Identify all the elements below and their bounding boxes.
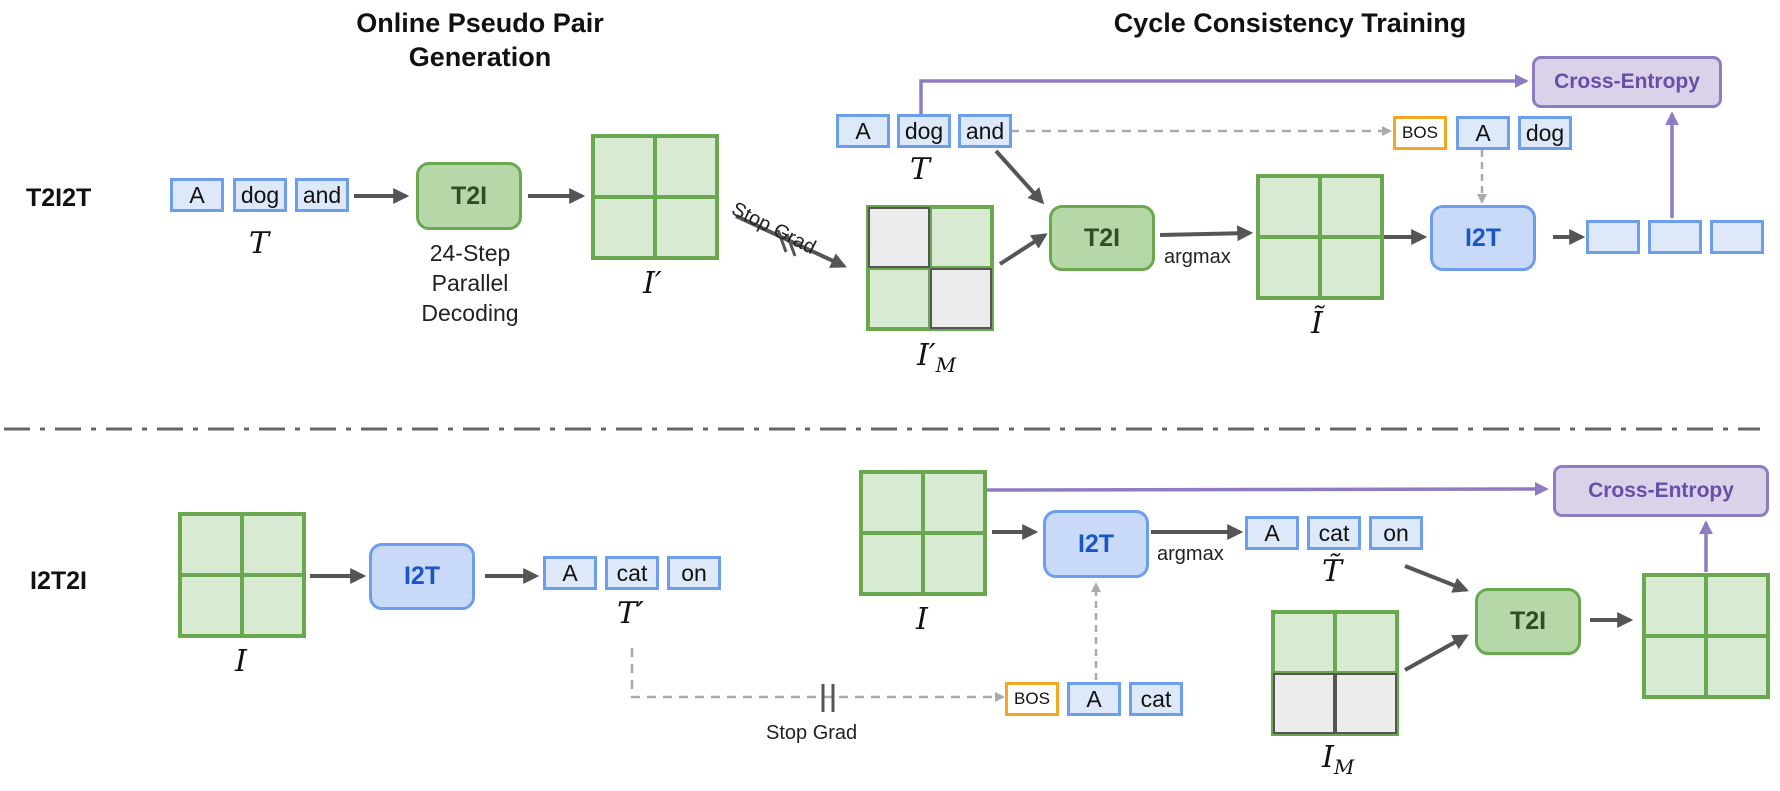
masked-patch xyxy=(930,268,992,329)
cross-entropy-loss-bottom: Cross-Entropy xyxy=(1553,465,1769,517)
image-patch xyxy=(1335,612,1397,673)
row-label-t2i2t: T2I2T xyxy=(26,184,92,212)
decoding-caption: 24-Step Parallel Decoding xyxy=(421,240,519,326)
token: cat xyxy=(1129,682,1183,716)
token: A xyxy=(543,556,597,590)
t2i-model-block-bottom: T2I xyxy=(1475,588,1581,655)
t2i-model-block: T2I xyxy=(416,162,522,230)
image-patch xyxy=(1258,176,1320,237)
token: and xyxy=(295,178,349,212)
image-patch xyxy=(180,575,242,636)
stop-grad-mark-2 xyxy=(785,233,797,257)
token: cat xyxy=(1307,516,1361,550)
t2i-label: T2I xyxy=(450,181,488,210)
token: cat xyxy=(605,556,659,590)
var-image-input: I xyxy=(235,644,247,679)
header-cycle-consistency: Cycle Consistency Training xyxy=(1113,8,1467,38)
image-patch xyxy=(923,472,985,533)
image-patch xyxy=(861,472,923,533)
var-image-masked: I′M xyxy=(917,338,957,377)
image-grid-cycle-input xyxy=(859,470,987,596)
arrow-recon-tokens-to-t2i xyxy=(1404,564,1469,593)
purple-image-to-loss xyxy=(984,482,1549,497)
cross-entropy-loss-top: Cross-Entropy xyxy=(1532,56,1722,108)
image-grid-masked-bottom xyxy=(1271,610,1399,736)
image-patch xyxy=(655,197,717,258)
var-text-reconstructed: T̃ xyxy=(1322,554,1343,589)
image-patch xyxy=(930,207,992,268)
image-grid-input xyxy=(178,512,306,638)
image-patch xyxy=(242,514,304,575)
output-token-slot xyxy=(1648,220,1702,254)
stop-grad-label-bottom: Stop Grad xyxy=(766,722,858,744)
i2t-label: I2T xyxy=(1464,223,1502,252)
image-patch xyxy=(868,268,930,329)
arrow-masked-to-t2i-bottom xyxy=(1404,634,1469,672)
bos-token: BOS xyxy=(1005,682,1059,716)
arrow-tokens-to-t2i-cycle xyxy=(994,149,1045,205)
t2i-model-block-cycle: T2I xyxy=(1049,205,1155,271)
image-grid-masked xyxy=(866,205,994,331)
t2i-label: T2I xyxy=(1509,607,1547,635)
image-patch xyxy=(593,197,655,258)
output-token-slot xyxy=(1710,220,1764,254)
stop-grad-mark-1 xyxy=(776,229,788,253)
image-patch xyxy=(1258,237,1320,298)
image-patch xyxy=(655,136,717,197)
image-patch xyxy=(1706,636,1768,697)
masked-patch xyxy=(1273,673,1335,734)
var-image-reconstructed: Ĩ xyxy=(1311,306,1323,341)
var-text-input: T xyxy=(249,226,270,261)
image-grid-generated xyxy=(591,134,719,260)
t2i-label: T2I xyxy=(1083,223,1121,252)
i2t-label: I2T xyxy=(403,562,441,590)
var-image-generated: I′ xyxy=(643,266,662,301)
masked-patch xyxy=(868,207,930,268)
token: A xyxy=(1067,682,1121,716)
token: on xyxy=(1369,516,1423,550)
dashed-stop-grad-bottom xyxy=(630,648,1005,702)
arrow-t2i-to-recon xyxy=(1159,225,1254,242)
image-patch xyxy=(1706,575,1768,636)
token: A xyxy=(836,114,890,148)
var-text-cycle: T xyxy=(910,152,931,187)
i2t-model-block-cycle-bottom: I2T xyxy=(1043,510,1149,578)
token: and xyxy=(958,114,1012,148)
image-patch xyxy=(242,575,304,636)
token: dog xyxy=(897,114,951,148)
image-patch xyxy=(1273,612,1335,673)
image-patch xyxy=(923,533,985,594)
var-image-cycle: I xyxy=(916,602,928,637)
image-patch xyxy=(861,533,923,594)
image-patch xyxy=(1320,176,1382,237)
i2t-model-block: I2T xyxy=(369,543,475,610)
image-grid-reconstructed-bottom xyxy=(1642,573,1770,699)
token: dog xyxy=(233,178,287,212)
token: A xyxy=(1245,516,1299,550)
image-patch xyxy=(1644,636,1706,697)
token: A xyxy=(1456,116,1510,150)
token: on xyxy=(667,556,721,590)
arrow-masked-to-t2i xyxy=(998,233,1048,266)
image-patch xyxy=(180,514,242,575)
header-online-pseudo-pair: Online Pseudo Pair Generation xyxy=(356,8,604,72)
i2t-label: I2T xyxy=(1077,529,1115,558)
row-label-i2t2i: I2T2I xyxy=(30,567,87,595)
image-patch xyxy=(1644,575,1706,636)
token: A xyxy=(170,178,224,212)
i2t-model-block-cycle: I2T xyxy=(1430,205,1536,271)
image-grid-reconstructed xyxy=(1256,174,1384,300)
image-patch xyxy=(1320,237,1382,298)
purple-input-to-loss xyxy=(919,74,1529,114)
bos-token: BOS xyxy=(1393,116,1447,150)
output-token-slot xyxy=(1586,220,1640,254)
image-patch xyxy=(593,136,655,197)
var-text-generated: T′ xyxy=(617,596,644,631)
argmax-label-bottom: argmax xyxy=(1157,543,1224,565)
masked-patch xyxy=(1335,673,1397,734)
argmax-label-top: argmax xyxy=(1164,246,1231,268)
var-image-masked-bottom: IM xyxy=(1322,740,1355,779)
token: dog xyxy=(1518,116,1572,150)
